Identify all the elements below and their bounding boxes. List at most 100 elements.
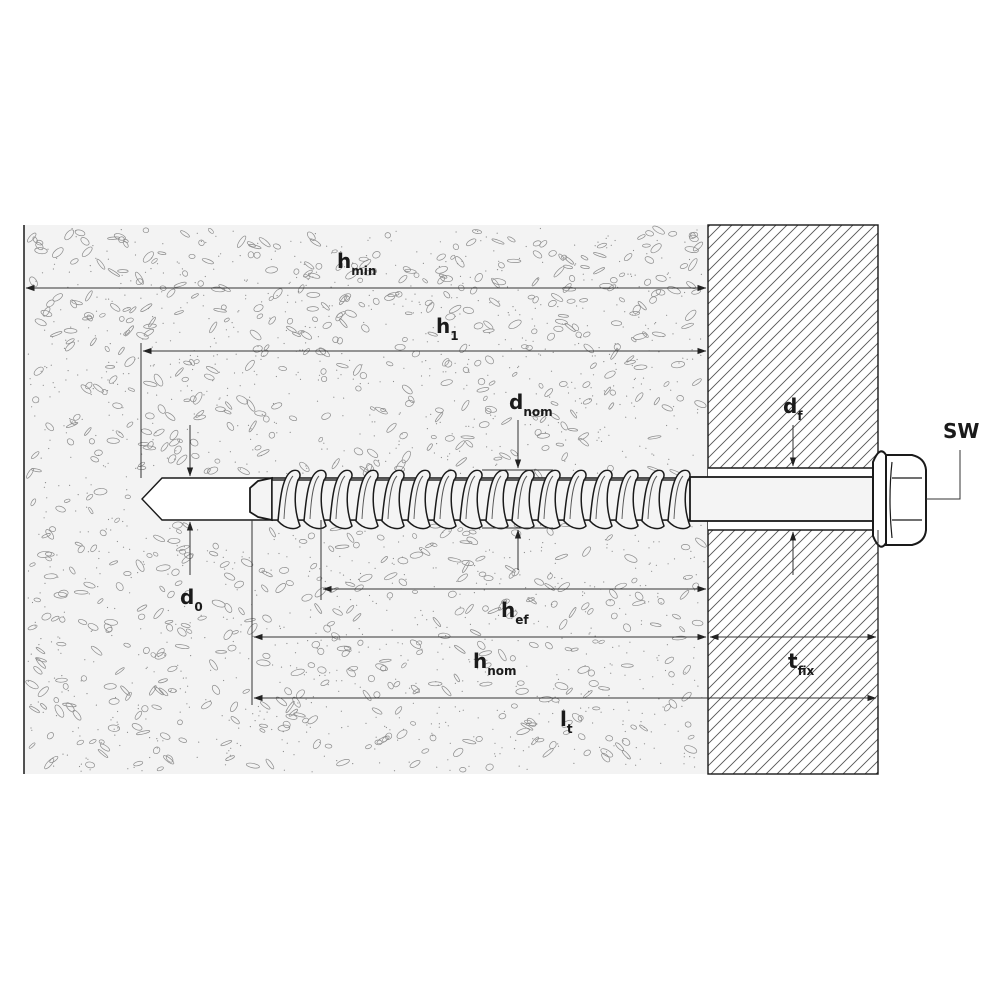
sand-dot	[644, 602, 646, 604]
aggregate-speck	[133, 760, 144, 767]
sand-dot	[421, 361, 423, 363]
sand-dot	[518, 765, 520, 767]
sand-dot	[34, 625, 36, 627]
aggregate-speck	[353, 447, 364, 456]
sand-dot	[430, 413, 432, 415]
sand-dot	[125, 476, 127, 478]
sand-dot	[336, 669, 338, 671]
sand-dot	[621, 450, 624, 452]
sand-dot	[130, 280, 132, 282]
sand-dot	[653, 747, 655, 749]
sand-dot	[117, 727, 119, 729]
aggregate-speck	[444, 435, 455, 442]
sand-dot	[385, 460, 387, 462]
aggregate-speck	[611, 612, 618, 620]
sand-dot	[697, 685, 699, 687]
sand-dot	[435, 681, 437, 683]
sand-dot	[447, 459, 449, 461]
aggregate-speck	[419, 547, 431, 556]
aggregate-speck	[230, 716, 240, 725]
aggregate-speck	[259, 723, 268, 728]
sand-dot	[508, 314, 510, 316]
aggregate-speck	[173, 445, 182, 455]
sand-dot	[212, 600, 214, 602]
sand-dot	[490, 414, 492, 416]
aggregate-speck	[657, 597, 665, 605]
sand-dot	[317, 379, 319, 381]
label-h-nom: hnom	[473, 649, 517, 678]
sand-dot	[631, 402, 633, 404]
sand-dot	[333, 396, 335, 398]
sand-dot	[459, 313, 461, 315]
sand-dot	[539, 227, 542, 230]
sand-dot	[141, 770, 143, 772]
sand-dot	[506, 286, 509, 288]
aggregate-speck	[386, 422, 397, 433]
thread-crest	[381, 469, 405, 530]
aggregate-speck	[289, 415, 298, 422]
aggregate-speck	[101, 389, 108, 396]
aggregate-speck	[90, 456, 100, 463]
aggregate-speck	[691, 619, 704, 627]
aggregate-speck	[124, 494, 131, 499]
sand-dot	[648, 547, 650, 549]
sand-dot	[124, 390, 126, 392]
aggregate-speck	[545, 642, 553, 650]
aggregate-speck	[582, 398, 593, 405]
aggregate-speck	[174, 580, 183, 586]
aggregate-speck	[155, 564, 171, 572]
sand-dot	[255, 355, 257, 357]
sand-dot	[465, 425, 467, 427]
sand-dot	[441, 643, 443, 645]
sand-dot	[232, 617, 234, 619]
sand-dot	[27, 570, 30, 572]
aggregate-speck	[685, 309, 697, 321]
sand-dot	[224, 657, 226, 659]
sand-dot	[274, 250, 276, 252]
sand-dot	[612, 646, 614, 649]
aggregate-speck	[156, 648, 165, 657]
aggregate-speck	[450, 254, 456, 260]
aggregate-speck	[404, 311, 413, 315]
sand-dot	[299, 546, 301, 548]
sand-dot	[63, 425, 65, 427]
sand-dot	[80, 680, 82, 682]
aggregate-speck	[223, 317, 230, 323]
sand-dot	[79, 531, 81, 533]
sand-dot	[207, 469, 209, 471]
sand-dot	[634, 377, 637, 379]
sand-dot	[557, 745, 560, 747]
aggregate-speck	[135, 559, 145, 572]
aggregate-speck	[569, 275, 576, 282]
sand-dot	[345, 581, 347, 583]
aggregate-speck	[107, 268, 120, 277]
sand-dot	[279, 627, 281, 630]
hex-facet-curve	[889, 461, 893, 539]
sand-dot	[226, 358, 228, 360]
aggregate-speck	[437, 276, 446, 285]
aggregate-speck	[157, 251, 167, 255]
sand-dot	[608, 695, 610, 697]
sand-dot	[218, 371, 220, 373]
sand-dot	[480, 240, 482, 242]
sand-dot	[509, 367, 511, 369]
sand-dot	[30, 383, 32, 386]
sand-dot	[573, 748, 576, 750]
aggregate-speck	[85, 761, 96, 769]
sand-dot	[73, 695, 75, 697]
sand-dot	[624, 674, 626, 676]
sand-dot	[61, 675, 63, 677]
sand-dot	[521, 337, 524, 339]
sand-dot	[98, 550, 100, 553]
aggregate-speck	[89, 739, 97, 745]
aggregate-speck	[151, 258, 158, 264]
sand-dot	[412, 312, 414, 314]
sand-dot	[459, 275, 462, 277]
sand-dot	[573, 762, 575, 765]
sand-dot	[130, 576, 132, 579]
sand-dot	[122, 407, 124, 409]
sand-dot	[169, 690, 171, 692]
sand-dot	[137, 704, 139, 706]
aggregate-speck	[153, 373, 164, 387]
aggregate-speck	[115, 582, 124, 591]
